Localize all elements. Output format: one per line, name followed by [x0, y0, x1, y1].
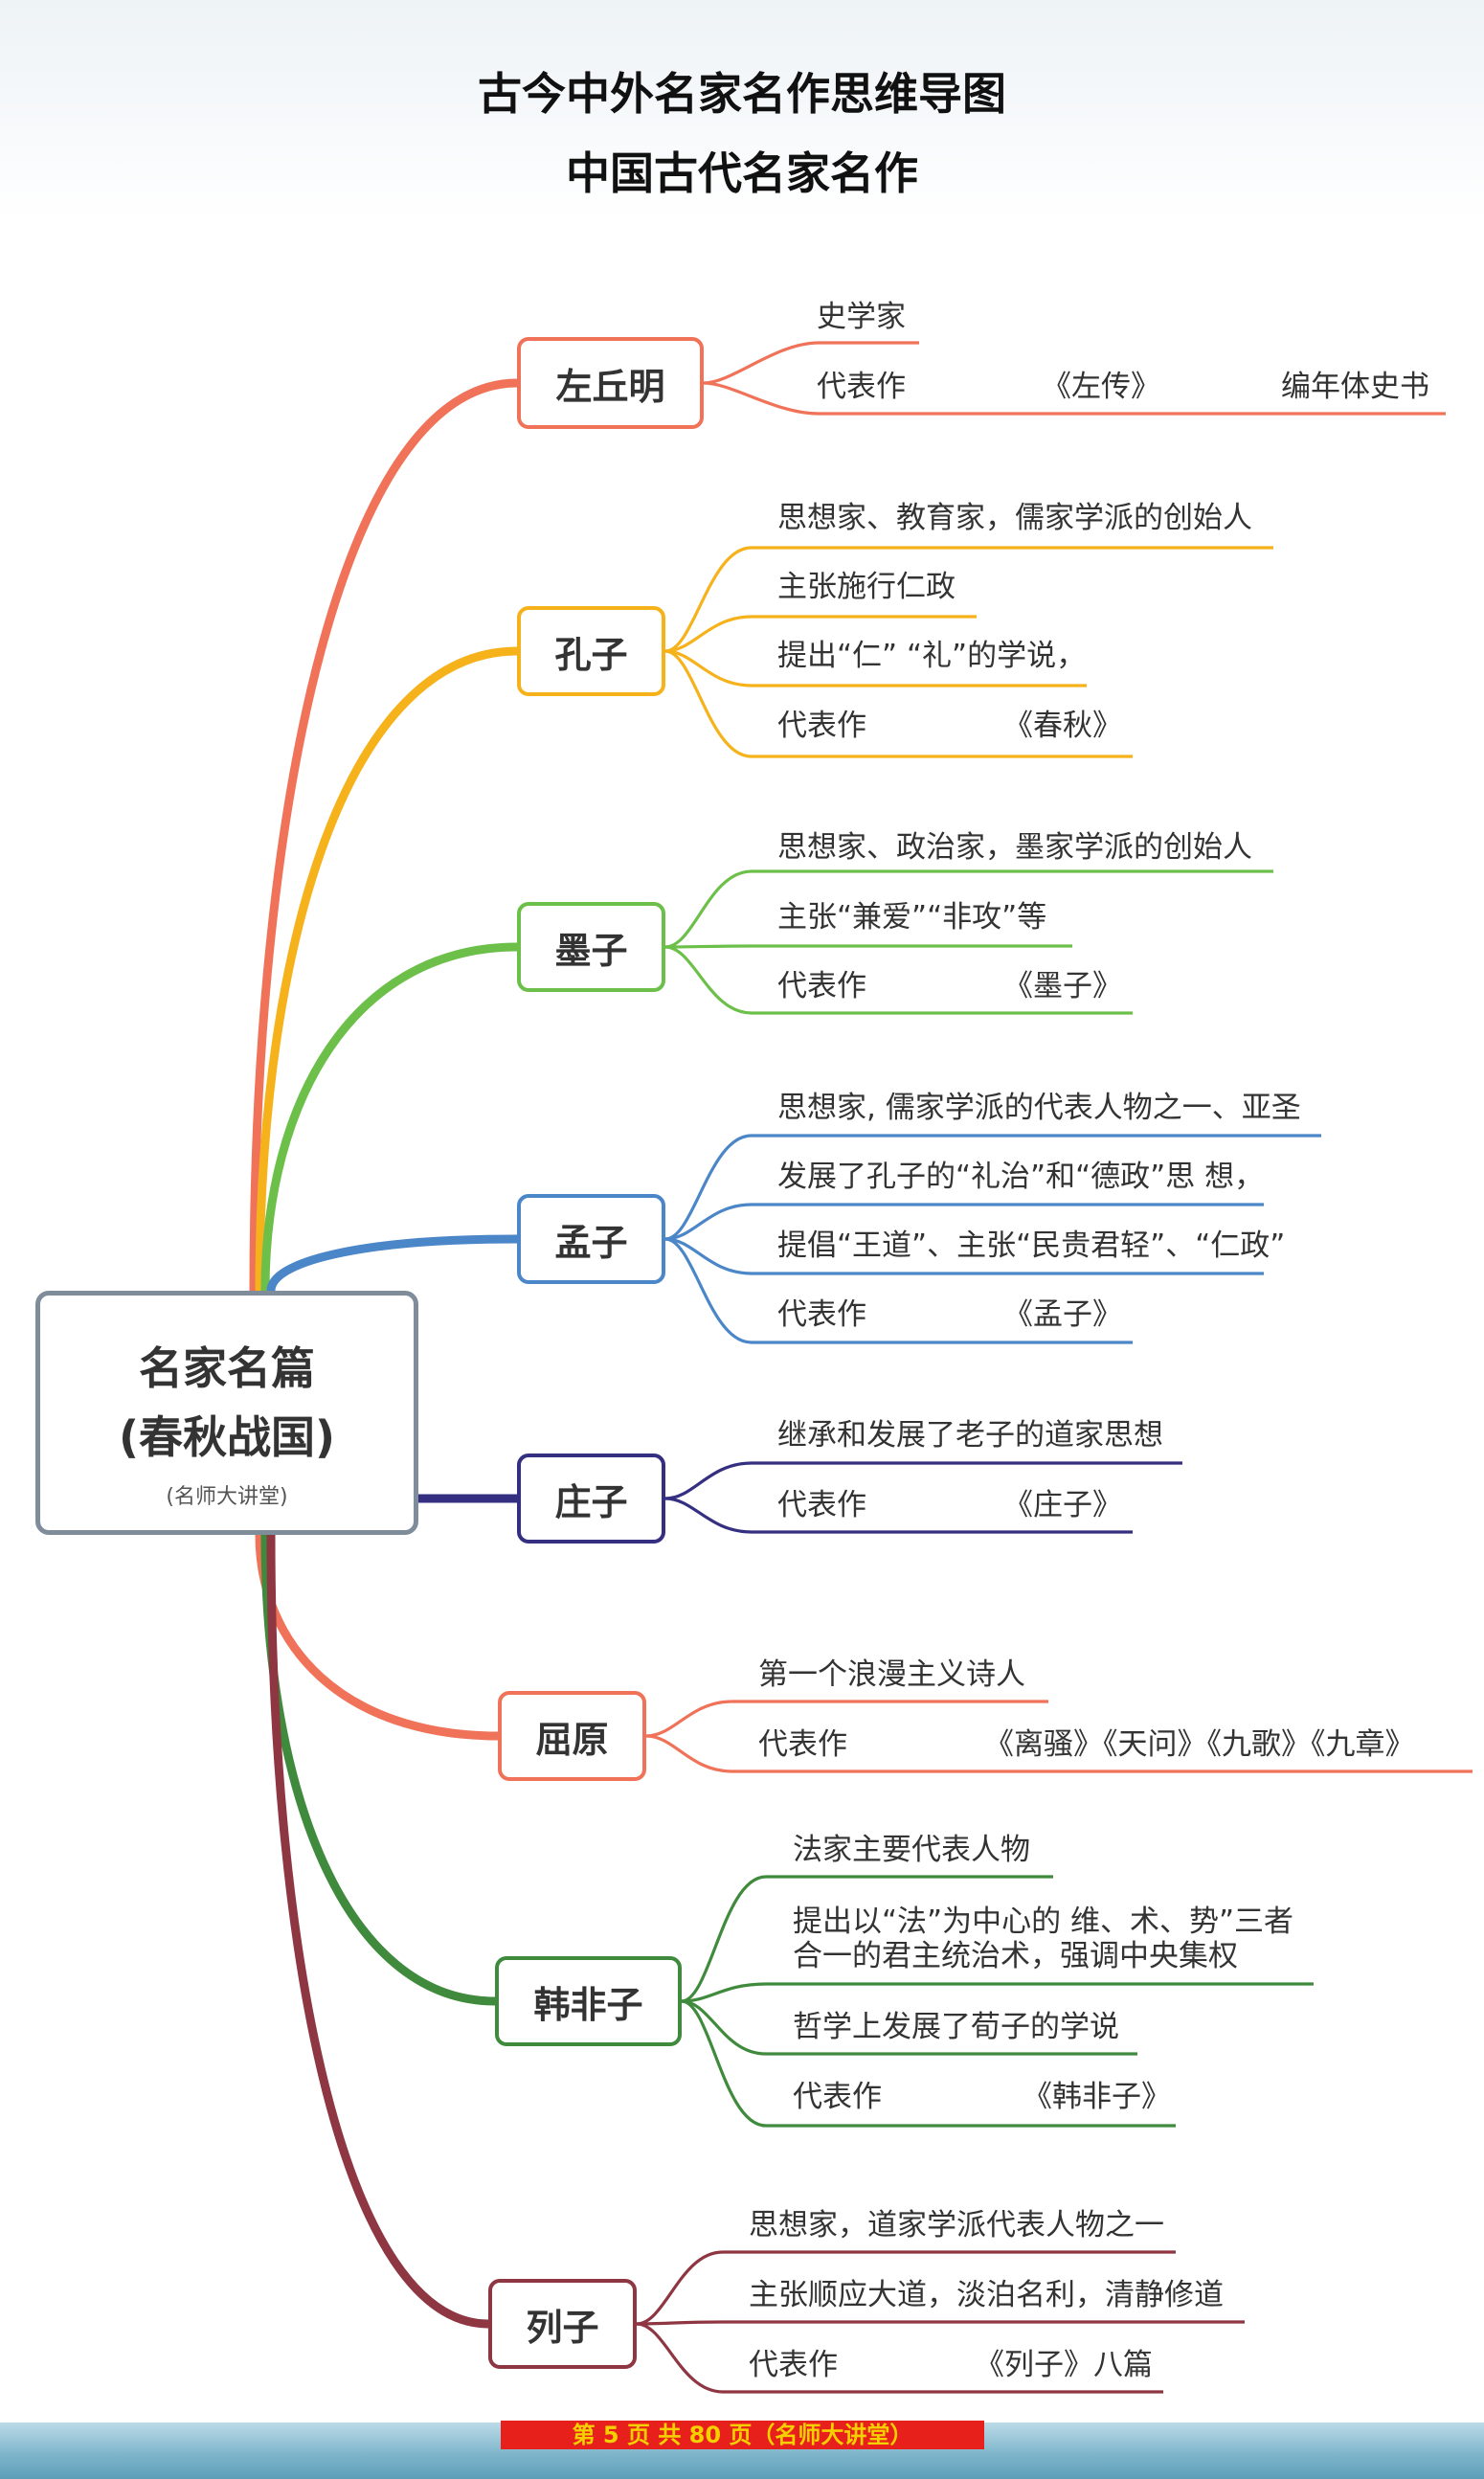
leaf-connector-hanfeizi-2	[681, 1999, 1137, 2056]
connector-mengzi	[266, 1234, 522, 1296]
leaf-kongzi-2: 提出“仁” “礼”的学说，	[777, 639, 1087, 673]
leaf-connector-hanfeizi-1	[681, 1982, 1314, 2003]
leaf-zuoqiuming-0: 史学家	[817, 300, 906, 334]
leaf-zuoqiuming-2: 《左传》	[1042, 370, 1160, 404]
footer-page-number: 第 5 页 共 80 页（名师大讲堂）	[501, 2421, 984, 2449]
leaf-connector-liezi-1	[636, 2320, 1245, 2326]
leaf-connector-zuoqiuming-0	[703, 341, 919, 385]
connector-quyuan	[255, 1530, 503, 1741]
leaf-zuoqiuming-3: 编年体史书	[1281, 370, 1429, 404]
leaf-hanfeizi-0: 法家主要代表人物	[793, 1833, 1030, 1867]
leaf-kongzi-3: 代表作	[777, 709, 866, 743]
leaf-connector-mengzi-1	[664, 1203, 1264, 1241]
leaf-connector-hanfeizi-0	[681, 1875, 1053, 2003]
leaf-connector-zhuangzi-1	[664, 1497, 1133, 1534]
leaf-connector-mengzi-0	[664, 1134, 1321, 1241]
leaf-connector-mozi-0	[664, 869, 1273, 949]
leaf-connector-kongzi-3	[664, 649, 1133, 758]
leaf-connector-liezi-0	[636, 2250, 1176, 2326]
leaf-mozi-1: 主张“兼爱”“非攻”等	[777, 900, 1047, 935]
leaf-connector-liezi-2	[636, 2322, 1163, 2394]
leaf-connector-kongzi-1	[664, 615, 977, 653]
node-mozi: 墨子	[517, 902, 665, 992]
leaf-hanfeizi-2: 合一的君主统治术，强调中央集权	[793, 1939, 1238, 1973]
leaf-mengzi-1: 发展了孔子的“礼治”和“德政”思 想，	[777, 1160, 1265, 1194]
node-liezi: 列子	[488, 2279, 637, 2369]
leaf-connector-zuoqiuming-1	[703, 381, 1446, 416]
node-mengzi: 孟子	[517, 1194, 665, 1284]
root-period: (春秋战国)	[118, 1411, 336, 1463]
leaf-connector-mengzi-3	[664, 1237, 1133, 1344]
leaf-mengzi-2: 提倡“王道”、主张“民贵君轻”、“仁政”	[777, 1228, 1286, 1263]
node-zuoqiuming: 左丘明	[517, 337, 704, 429]
leaf-connector-mozi-1	[664, 944, 1072, 949]
leaf-connector-kongzi-2	[664, 649, 1087, 687]
node-zhuangzi: 庄子	[517, 1454, 665, 1544]
leaf-kongzi-1: 主张施行仁政	[777, 570, 956, 604]
leaf-hanfeizi-1: 提出以“法”为中心的 维、术、势”三者	[793, 1904, 1294, 1939]
connector-zuoqiuming	[249, 378, 522, 1296]
leaf-zhuangzi-2: 《庄子》	[1003, 1488, 1122, 1522]
leaf-zhuangzi-1: 代表作	[777, 1488, 866, 1522]
leaf-connector-mozi-2	[664, 945, 1133, 1015]
leaf-zuoqiuming-1: 代表作	[817, 370, 906, 404]
leaf-hanfeizi-3: 哲学上发展了荀子的学说	[793, 2010, 1119, 2044]
leaf-connector-zhuangzi-0	[664, 1461, 1182, 1500]
leaf-hanfeizi-4: 代表作	[793, 2080, 882, 2114]
connector-liezi	[266, 1530, 493, 2329]
leaf-quyuan-0: 第一个浪漫主义诗人	[758, 1657, 1025, 1692]
leaf-mozi-0: 思想家、政治家，墨家学派的创始人	[777, 830, 1252, 865]
leaf-hanfeizi-5: 《韩非子》	[1023, 2080, 1171, 2114]
node-hanfeizi: 韩非子	[495, 1956, 682, 2046]
leaf-connector-kongzi-0	[664, 546, 1273, 653]
leaf-connector-mengzi-2	[664, 1237, 1264, 1275]
root-node: 名家名篇 (春秋战国) (名师大讲堂)	[35, 1291, 418, 1535]
leaf-liezi-1: 主张顺应大道，淡泊名利，清静修道	[749, 2278, 1224, 2312]
leaf-quyuan-2: 《离骚》《天问》《九歌》《九章》	[984, 1727, 1415, 1762]
leaf-connector-quyuan-1	[645, 1734, 1473, 1773]
leaf-liezi-0: 思想家，道家学派代表人物之一	[749, 2208, 1164, 2242]
node-kongzi: 孔子	[517, 606, 665, 696]
leaf-mengzi-0: 思想家, 儒家学派的代表人物之一、亚圣	[777, 1091, 1301, 1125]
connector-mozi	[260, 942, 522, 1296]
leaf-mozi-2: 代表作	[777, 969, 866, 1003]
leaf-kongzi-0: 思想家、教育家，儒家学派的创始人	[777, 501, 1252, 535]
leaf-liezi-3: 《列子》八篇	[975, 2348, 1153, 2382]
page-subtitle: 中国古代名家名作	[566, 147, 918, 199]
root-title: 名家名篇	[139, 1342, 315, 1394]
leaf-quyuan-1: 代表作	[758, 1727, 847, 1762]
leaf-liezi-2: 代表作	[749, 2348, 838, 2382]
page-title: 古今中外名家名作思维导图	[478, 68, 1006, 120]
leaf-connector-quyuan-0	[645, 1700, 1048, 1738]
connector-kongzi	[255, 646, 522, 1296]
leaf-mozi-3: 《墨子》	[1003, 969, 1122, 1003]
node-quyuan: 屈原	[498, 1691, 646, 1781]
leaf-kongzi-4: 《春秋》	[1003, 709, 1122, 743]
leaf-mengzi-4: 《孟子》	[1003, 1297, 1122, 1332]
root-note: (名师大讲堂)	[166, 1485, 288, 1509]
header-watermark	[0, 0, 1484, 220]
leaf-zhuangzi-0: 继承和发展了老子的道家思想	[777, 1418, 1163, 1453]
leaf-connector-hanfeizi-3	[681, 1999, 1176, 2128]
leaf-mengzi-3: 代表作	[777, 1297, 866, 1332]
